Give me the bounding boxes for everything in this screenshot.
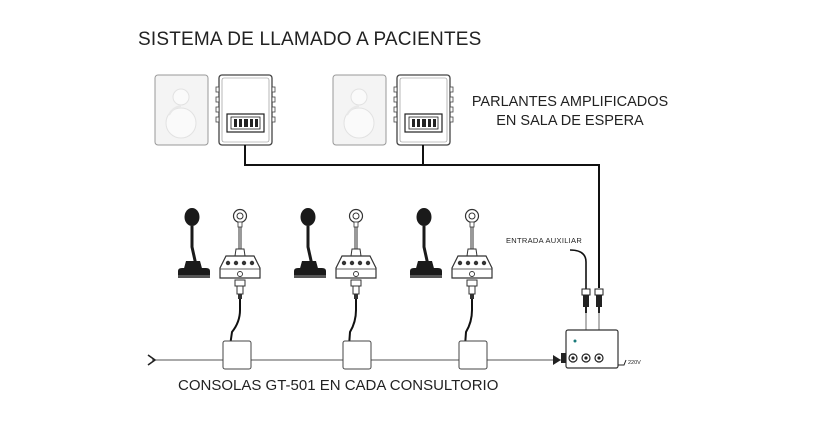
gooseneck-mic-3 [408, 206, 444, 280]
passive-speaker-2 [332, 74, 387, 146]
aux-input-label: ENTRADA AUXILIAR [506, 236, 583, 245]
central-unit [561, 329, 627, 369]
gt501-console-2 [335, 208, 377, 300]
gooseneck-mic-2 [292, 206, 328, 280]
console-cable-1 [229, 299, 241, 347]
voltage-label: 220V [628, 360, 641, 366]
diagram-title: SISTEMA DE LLAMADO A PACIENTES [138, 29, 482, 50]
console-cable-3 [464, 299, 473, 347]
speaker-wiring [244, 145, 600, 288]
consoles-label: CONSOLAS GT-501 EN CADA CONSULTORIO [178, 377, 499, 394]
amplified-speaker-2 [393, 74, 454, 146]
gt501-console-1 [219, 208, 261, 300]
speakers-label-line2: EN SALA DE ESPERA [496, 113, 644, 129]
junction-box-1 [222, 340, 252, 370]
console-cable-2 [348, 299, 357, 347]
junction-box-3 [458, 340, 488, 370]
junction-box-2 [342, 340, 372, 370]
amplified-speaker-1 [215, 74, 276, 146]
gt501-console-3 [451, 208, 493, 300]
speakers-label-line1: PARLANTES AMPLIFICADOS [471, 94, 669, 110]
gooseneck-mic-1 [176, 206, 212, 280]
aux-input-wiring [569, 249, 587, 290]
passive-speaker-1 [154, 74, 209, 146]
